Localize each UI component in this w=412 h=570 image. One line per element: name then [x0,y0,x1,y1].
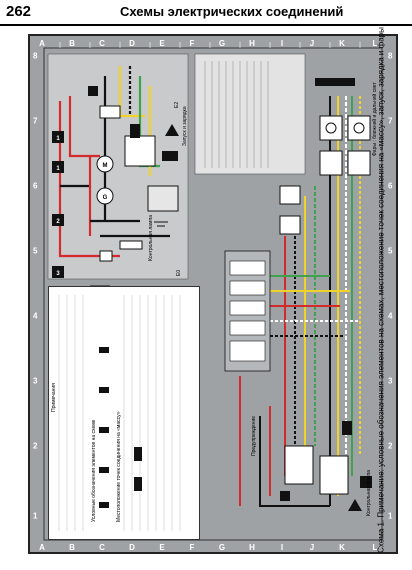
page-number: 262 [6,3,32,20]
svg-text:3: 3 [56,271,60,277]
figure-caption: Схема 1. Примечание: условные обозначени… [376,27,386,553]
legend-svg: Примечания Условные обозначения элементо… [51,295,181,531]
legend-ground-title: Местоположение точек соединения на «масс… [116,411,122,522]
fuse-block-cells [229,260,266,362]
relay-units [280,421,372,511]
legend-symbols-title: Условные обозначения элементов на схеме [91,419,97,522]
svg-text:G: G [103,195,108,201]
page-title: Схемы электрических соединений [120,4,344,19]
label-start-charge: Запуск и зарядка [182,106,188,146]
legend-lines [204,61,269,168]
legend-panel: Примечания Условные обозначения элементо… [48,286,200,540]
label-headlights: Фары : ближний и дальний свет [371,82,378,156]
label-warning: Предупреждение [251,416,257,456]
label-e0: E0 [176,270,182,276]
svg-text:M: M [103,163,108,169]
wiring-svg: 1 1 3 2 M G E2 E0 Контрольная лампа [43,42,383,541]
label-e2: E2 [174,102,180,108]
legend-title: Примечания [51,383,57,412]
frame-ticks [59,42,361,48]
label-control-lamp: Контрольная лампа [148,215,154,261]
svg-text:2: 2 [56,219,60,225]
start-charge-panel [47,53,189,280]
headlamp-units [279,78,371,235]
label-control-lamp-2: Контрольная лампа [366,470,372,516]
svg-text:1: 1 [56,136,60,142]
wiring-diagram-sheet: A B C D E F G H I J K L A B C D E F G H … [28,34,398,554]
svg-text:1: 1 [56,166,60,172]
headlight-legend-panel [194,53,306,175]
page-header: 262 Схемы электрических соединений [0,0,412,26]
